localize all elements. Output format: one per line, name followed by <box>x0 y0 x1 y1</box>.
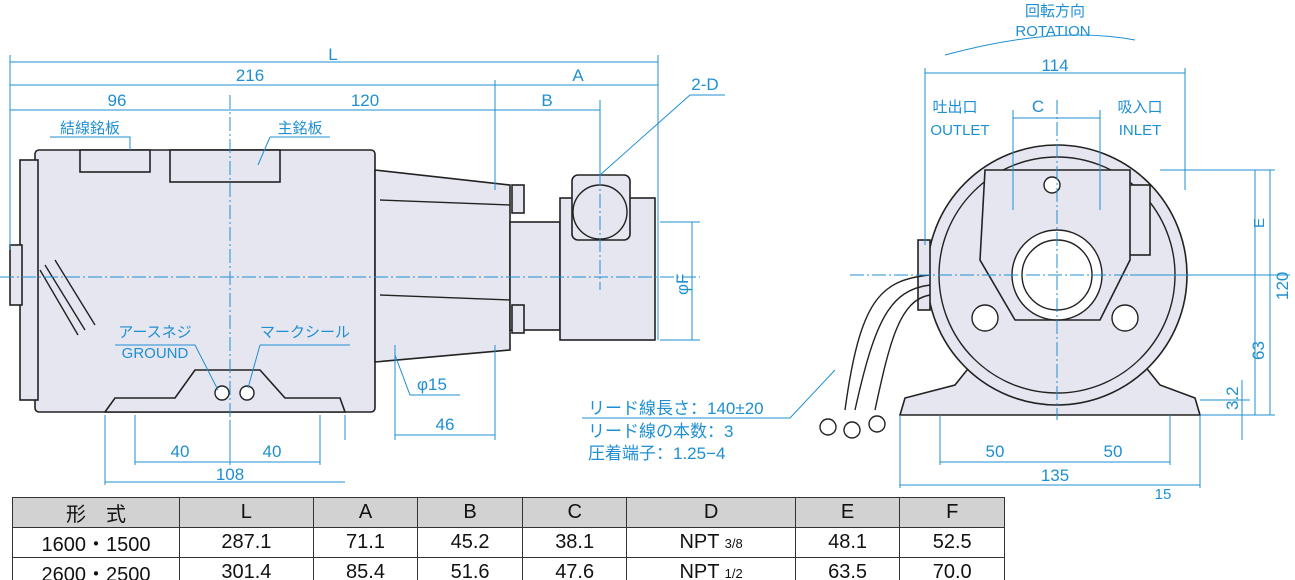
dim-3-2: 3.2 <box>1223 386 1242 410</box>
cell-f: 70.0 <box>899 557 1005 580</box>
dim-l: L <box>328 45 337 64</box>
dim-135: 135 <box>1041 466 1069 485</box>
label-ground-jp: アースネジ <box>118 324 191 341</box>
cell-model: 2600・2500 <box>12 557 180 580</box>
header-a: A <box>312 497 419 528</box>
connection-nameplate <box>79 149 151 173</box>
terminal-3 <box>868 415 886 433</box>
cell-d: NPT 1/2 <box>626 557 796 580</box>
cell-d-prefix: NPT <box>679 531 720 553</box>
header-c: C <box>521 497 628 528</box>
label-outlet-en: OUTLET <box>930 122 989 139</box>
header-l: L <box>179 497 314 528</box>
dim-15: 15 <box>1155 486 1172 500</box>
dim-e: E <box>1251 218 1268 228</box>
cell-d-fraction: 1/2 <box>724 566 743 580</box>
cell-d-fraction: 3/8 <box>724 536 743 551</box>
terminal-1 <box>819 418 837 436</box>
dim-46: 46 <box>436 415 455 434</box>
cell-model: 1600・1500 <box>12 527 180 558</box>
cell-l: 301.4 <box>179 557 314 580</box>
header-b: B <box>417 497 523 528</box>
mark-seal <box>239 385 255 401</box>
cell-c: 38.1 <box>521 527 628 558</box>
label-inlet-jp: 吸入口 <box>1117 99 1162 116</box>
label-main-plate: 主銘板 <box>277 119 322 137</box>
front-view-dimensions: 回転方向 ROTATION 114 吐出口 OUTLET C 吸入口 INLET… <box>582 3 1292 540</box>
header-d: D <box>626 497 796 528</box>
label-inlet-en: INLET <box>1119 122 1162 139</box>
drawing-canvas: L 216 A 96 120 B 2-D 結線銘板 主銘板 φF アースネジ G… <box>0 3 1292 540</box>
label-connection-plate: 結線銘板 <box>60 119 120 137</box>
label-mark-seal: マークシール <box>260 324 350 341</box>
terminal-2 <box>843 421 861 439</box>
dim-40-right: 40 <box>263 442 282 461</box>
dim-114: 114 <box>1041 56 1068 75</box>
header-e: E <box>794 497 901 528</box>
side-view-dimensions: L 216 A 96 120 B 2-D 結線銘板 主銘板 φF アースネジ G… <box>0 45 725 485</box>
ground-screw <box>214 385 230 401</box>
label-outlet-jp: 吐出口 <box>932 99 977 116</box>
table-header-row: 形 式 L A B C D E F <box>12 497 1005 528</box>
table-row: 1600・1500 287.1 71.1 45.2 38.1 NPT 3/8 4… <box>12 527 1005 558</box>
cell-e: 48.1 <box>794 527 901 558</box>
cell-d: NPT 3/8 <box>626 527 796 558</box>
dim-b: B <box>541 91 552 110</box>
cell-c: 47.6 <box>521 557 628 580</box>
dim-c: C <box>1032 97 1044 116</box>
dim-phif: φF <box>673 274 692 295</box>
label-ground-en: GROUND <box>122 345 189 362</box>
main-nameplate <box>169 149 281 183</box>
label-rotation-en: ROTATION <box>1015 23 1090 40</box>
table-row: 2600・2500 301.4 85.4 51.6 47.6 NPT 1/2 6… <box>12 557 1005 580</box>
dim-50-left: 50 <box>986 442 1005 461</box>
dim-108: 108 <box>216 465 244 484</box>
front-view-motor <box>819 144 1202 532</box>
dim-50-right: 50 <box>1104 442 1123 461</box>
cell-b: 51.6 <box>417 557 523 580</box>
label-rotation-jp: 回転方向 <box>1025 3 1085 20</box>
cell-l: 287.1 <box>179 527 314 558</box>
cell-f: 52.5 <box>899 527 1005 558</box>
side-view-motor <box>9 149 656 413</box>
cell-a: 85.4 <box>312 557 419 580</box>
cell-d-prefix: NPT <box>679 561 720 580</box>
header-model: 形 式 <box>12 497 180 528</box>
dim-120: 120 <box>351 91 379 110</box>
label-lead-length: リード線長さ：140±20 <box>588 399 764 418</box>
lead-wires <box>844 274 931 411</box>
dim-96: 96 <box>108 91 127 110</box>
cell-a: 71.1 <box>312 527 419 558</box>
dim-2d: 2-D <box>691 75 718 94</box>
dim-120-height: 120 <box>1273 272 1292 300</box>
dimension-table: 形 式 L A B C D E F 1600・1500 287.1 71.1 4… <box>12 497 1005 580</box>
dim-40-left: 40 <box>171 442 190 461</box>
dim-216: 216 <box>236 66 264 85</box>
label-terminal: 圧着端子：1.25−4 <box>588 444 725 463</box>
dim-63: 63 <box>1249 341 1268 360</box>
dim-a: A <box>572 66 584 85</box>
cell-e: 63.5 <box>794 557 901 580</box>
dim-phi15: φ15 <box>417 375 447 394</box>
cell-b: 45.2 <box>417 527 523 558</box>
header-f: F <box>899 497 1005 528</box>
label-lead-count: リード線の本数：3 <box>588 422 733 441</box>
